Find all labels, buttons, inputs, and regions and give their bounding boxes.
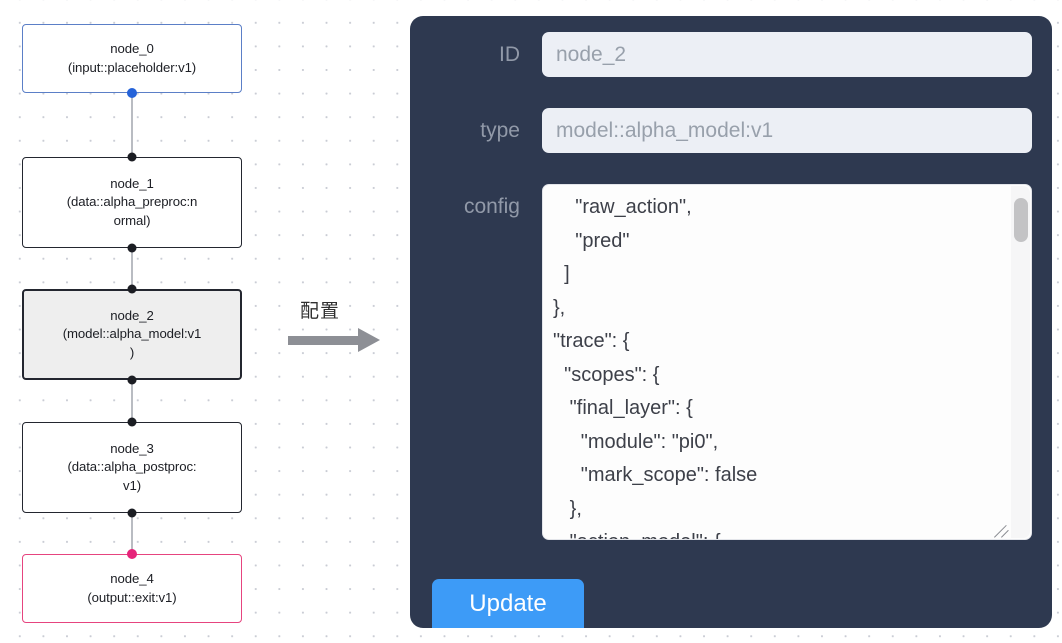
- graph-node-node_3[interactable]: node_3 (data::alpha_postproc: v1): [22, 422, 242, 513]
- node-label: node_2 (model::alpha_model:v1 ): [62, 307, 202, 360]
- type-field-label: type: [480, 119, 520, 142]
- field-row-type: type: [410, 108, 1052, 153]
- field-row-config: config "raw_action", "pred" ] }, "trace"…: [410, 184, 1052, 540]
- node-handle-target-node_4[interactable]: [127, 549, 137, 559]
- node-label: node_0 (input::placeholder:v1): [67, 41, 197, 75]
- type-input[interactable]: [542, 108, 1032, 153]
- update-button[interactable]: Update: [432, 579, 584, 628]
- node-label: node_1 (data::alpha_preproc:n ormal): [66, 175, 198, 228]
- id-field-label: ID: [499, 43, 520, 66]
- node-handle-source-node_3[interactable]: [127, 508, 137, 518]
- graph-node-node_2[interactable]: node_2 (model::alpha_model:v1 ): [22, 289, 242, 380]
- node-label: node_3 (data::alpha_postproc: v1): [67, 440, 197, 493]
- config-field-label: config: [463, 195, 520, 218]
- graph-node-node_0[interactable]: node_0 (input::placeholder:v1): [22, 24, 242, 93]
- node-handle-source-node_2[interactable]: [127, 375, 137, 385]
- configure-annotation: 配置: [288, 296, 398, 366]
- edge-node3-node4: [131, 513, 133, 554]
- edge-node0-node1: [131, 93, 133, 157]
- annotation-label: 配置: [300, 300, 341, 322]
- graph-node-node_1[interactable]: node_1 (data::alpha_preproc:n ormal): [22, 157, 242, 248]
- edge-node2-node3: [131, 380, 133, 422]
- config-scrollbar[interactable]: [1011, 186, 1030, 538]
- node-handle-target-node_1[interactable]: [127, 152, 137, 162]
- arrow-head-icon: [358, 328, 380, 352]
- node-handle-target-node_2[interactable]: [127, 284, 137, 294]
- node-properties-panel: ID type config "raw_action", "pred" ] },…: [410, 16, 1052, 628]
- id-input[interactable]: [542, 32, 1032, 77]
- edge-node1-node2: [131, 248, 133, 289]
- node-handle-target-node_3[interactable]: [127, 417, 137, 427]
- config-textarea[interactable]: "raw_action", "pred" ] }, "trace": { "sc…: [542, 184, 1032, 540]
- config-editor[interactable]: "raw_action", "pred" ] }, "trace": { "sc…: [542, 184, 1032, 540]
- node-handle-source-node_0[interactable]: [127, 88, 137, 98]
- config-scrollbar-thumb[interactable]: [1014, 198, 1028, 242]
- graph-node-node_4[interactable]: node_4 (output::exit:v1): [22, 554, 242, 623]
- node-handle-source-node_1[interactable]: [127, 243, 137, 253]
- node-label: node_4 (output::exit:v1): [87, 571, 177, 605]
- arrow-right-icon: [288, 336, 360, 345]
- resize-handle-icon[interactable]: [994, 520, 1012, 538]
- field-row-id: ID: [410, 32, 1052, 77]
